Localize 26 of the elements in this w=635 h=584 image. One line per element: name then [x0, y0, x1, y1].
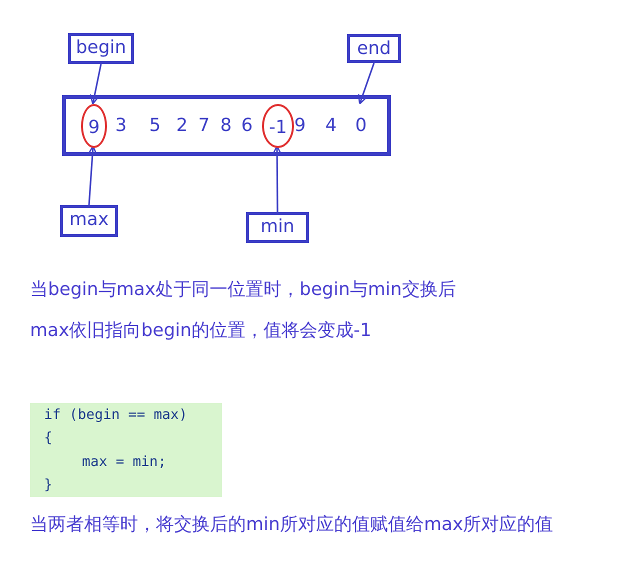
array-number: 2 [172, 104, 192, 148]
explanation-text: 当两者相等时，将交换后的min所对应的值赋值给max所对应的值 [30, 513, 554, 537]
pointer-label-box: max [60, 205, 118, 237]
code-line: { [44, 430, 52, 446]
circled-number: -1 [262, 104, 294, 148]
explanation-text: 当begin与max处于同一位置时，begin与min交换后 [30, 278, 457, 302]
pointer-label-box: end [347, 34, 401, 63]
arrow [90, 64, 102, 105]
code-line: if (begin == max) [44, 407, 188, 423]
array-number: 4 [320, 104, 342, 148]
arrow [87, 145, 98, 206]
array-number: 8 [216, 104, 236, 148]
array-number: 7 [194, 104, 214, 148]
pointer-label-box: begin [68, 33, 134, 64]
arrow [272, 145, 282, 212]
circled-number: 9 [81, 104, 107, 148]
array-box [62, 95, 391, 156]
code-line: max = min; [82, 454, 166, 470]
array-number: 3 [110, 104, 132, 148]
arrow [358, 62, 375, 105]
explanation-text: max依旧指向begin的位置，值将会变成-1 [30, 319, 372, 343]
array-number: 0 [350, 104, 372, 148]
pointer-label-box: min [246, 212, 309, 243]
array-number: 5 [144, 104, 166, 148]
code-line: } [44, 477, 52, 493]
array-number: 6 [237, 104, 257, 148]
